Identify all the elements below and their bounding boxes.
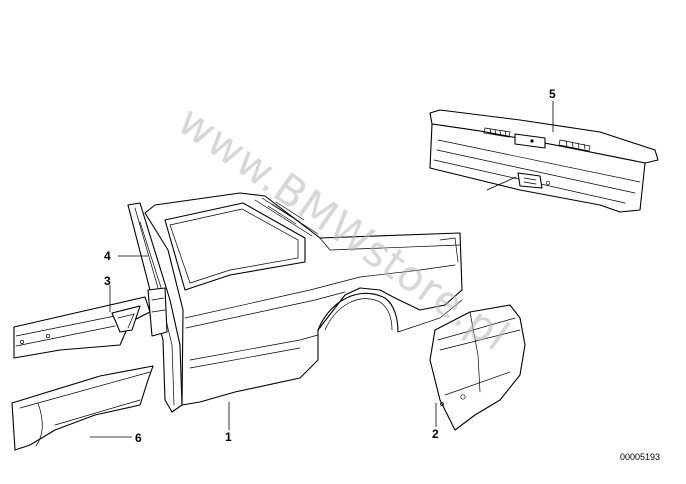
drawing-number: 00005193 <box>620 452 660 462</box>
part-4-pillar <box>118 202 183 413</box>
callout-1: 1 <box>225 430 232 444</box>
callout-5: 5 <box>549 87 556 101</box>
part-6-rocker-trim <box>11 365 154 451</box>
part-5-rear-panel <box>429 101 659 213</box>
callout-2: 2 <box>432 427 439 441</box>
part-2-rear-corner <box>429 304 526 431</box>
part-1-side-panel <box>144 192 463 430</box>
callout-3: 3 <box>104 274 111 288</box>
part-3-sill <box>13 285 151 359</box>
callout-6: 6 <box>135 431 142 445</box>
callout-4: 4 <box>104 249 111 263</box>
